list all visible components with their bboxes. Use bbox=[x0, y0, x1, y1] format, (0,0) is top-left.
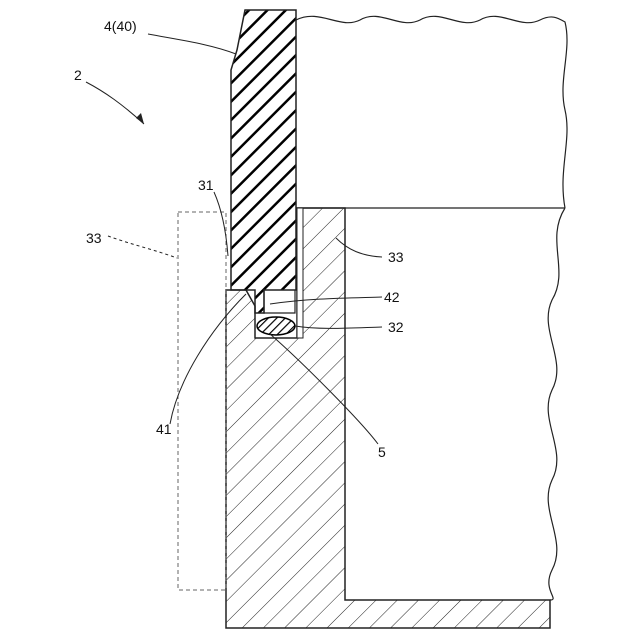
label-seal: 32 bbox=[388, 319, 404, 335]
panel-section bbox=[231, 10, 296, 313]
frame-dashed-outline bbox=[178, 212, 226, 590]
label-panel: 4(40) bbox=[104, 18, 137, 34]
frame-wavy-edge bbox=[548, 208, 565, 600]
label-lip: 42 bbox=[384, 289, 400, 305]
seal bbox=[257, 317, 295, 335]
label-frame-dashed: 33 bbox=[86, 230, 102, 246]
slot-gap bbox=[297, 208, 303, 338]
label-assembly: 2 bbox=[74, 67, 82, 83]
label-tip: 41 bbox=[156, 421, 172, 437]
label-frame-body: 33 bbox=[388, 249, 404, 265]
panel-outline bbox=[296, 16, 567, 208]
label-slot-wall: 31 bbox=[198, 177, 214, 193]
label-gap: 5 bbox=[378, 444, 386, 460]
